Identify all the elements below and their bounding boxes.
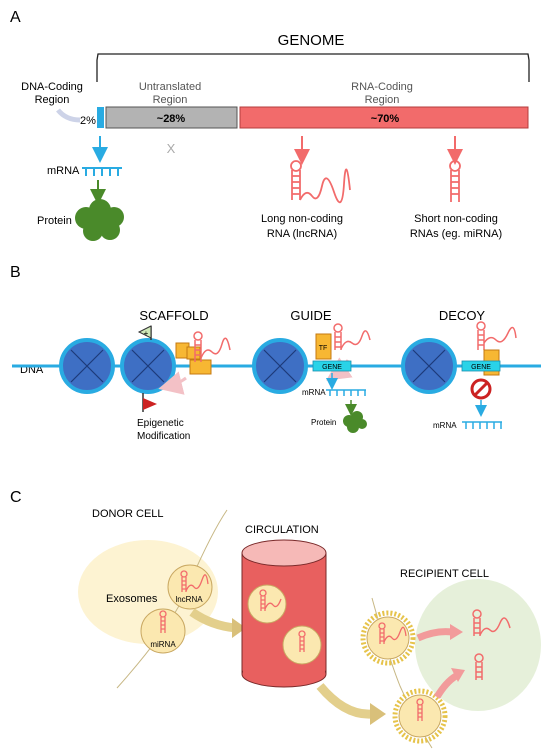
- lncrna-label-c: lncRNA: [175, 595, 203, 604]
- mrna-comb-a: [82, 167, 122, 176]
- guide-mrna-label: mRNA: [302, 388, 326, 397]
- released-lncrna-icon: [472, 609, 511, 636]
- decoy-gene-box: [461, 360, 501, 372]
- decoy-mrna-label: mRNA: [433, 421, 457, 430]
- dna-coding-label-1: DNA-Coding: [21, 81, 83, 93]
- dna-coding-pointer: [56, 108, 81, 123]
- nucleosome-icon: [401, 338, 457, 394]
- nucleosome-icon: [59, 338, 115, 394]
- no-entry-icon: [470, 378, 492, 400]
- rna-coding-bar: [239, 106, 529, 129]
- exosome-mirna: miRNA: [140, 608, 186, 654]
- guide-gene-box: [312, 360, 352, 372]
- genome-bracket: [96, 53, 530, 82]
- epigenetic-label-2: Modification: [137, 431, 190, 442]
- guide-mrna-comb: [326, 389, 366, 396]
- mrna-label-a: mRNA: [47, 165, 80, 177]
- dna-pct: 2%: [80, 115, 96, 127]
- released-mirna-icon: [474, 653, 484, 680]
- guide-label: GUIDE: [290, 308, 332, 323]
- scaffold-complex-icon: [175, 331, 231, 375]
- protein-blob-a: [75, 199, 124, 241]
- exosomes-label: Exosomes: [106, 593, 158, 605]
- circulation-exit-arrowhead: [370, 703, 386, 725]
- panel-a: A GENOME DNA-Coding Region 2% Untranslat…: [10, 9, 530, 241]
- guide-lncrna-icon: [333, 323, 371, 350]
- untranslated-label-2: Region: [153, 94, 188, 106]
- guide-tf-box: [315, 333, 332, 360]
- protein-label-a: Protein: [37, 215, 72, 227]
- panel-b: B SCAFFOLD GUIDE DECOY DNA +: [10, 264, 541, 442]
- circulating-exosome: [247, 584, 287, 624]
- panel-b-letter: B: [10, 264, 21, 281]
- dna-coding-bar: [97, 107, 104, 128]
- rna-pct: ~70%: [371, 113, 400, 125]
- nucleosome-icon: [252, 338, 308, 394]
- panel-c: C DONOR CELL CIRCULATION RECIPIENT CELL …: [10, 489, 541, 749]
- short-label-2: RNAs (eg. miRNA): [410, 228, 502, 240]
- short-rna-hairpin-icon: [449, 160, 461, 202]
- donor-cell-label: DONOR CELL: [92, 508, 164, 520]
- untranslated-x-mark: X: [167, 141, 176, 156]
- guide-protein-blob: [343, 411, 367, 433]
- lncrna-hairpin-icon: [290, 160, 351, 204]
- scaffold-label: SCAFFOLD: [139, 308, 208, 323]
- release-arrowhead-1: [450, 624, 463, 640]
- panel-a-letter: A: [10, 9, 21, 26]
- nucleosome-icon: [120, 338, 176, 394]
- release-arrow-2: [433, 672, 458, 699]
- recipient-cell-label: RECIPIENT CELL: [400, 568, 489, 580]
- circulating-exosome: [282, 625, 322, 665]
- exosome-lncrna: lncRNA: [167, 564, 213, 610]
- dna-coding-label-2: Region: [35, 94, 70, 106]
- activation-flag-icon: +: [137, 325, 152, 340]
- mirna-label-c: miRNA: [150, 640, 176, 649]
- decoy-mrna-comb: [462, 421, 502, 429]
- guide-gene-label: GENE: [322, 364, 342, 371]
- lnc-label-2: RNA (lncRNA): [267, 228, 337, 240]
- rna-coding-label-1: RNA-Coding: [351, 81, 413, 93]
- guide-protein-label: Protein: [311, 418, 336, 427]
- lnc-label-1: Long non-coding: [261, 213, 343, 225]
- decoy-label: DECOY: [439, 308, 486, 323]
- panel-c-letter: C: [10, 489, 22, 506]
- scaffold-pointer-arrow: [158, 371, 187, 395]
- donor-exit-arrowhead: [232, 618, 246, 638]
- release-arrowhead-2: [451, 668, 465, 682]
- rna-coding-label-2: Region: [365, 94, 400, 106]
- docking-exosome: [392, 688, 448, 744]
- circulation-exit-arrow: [316, 683, 373, 719]
- untranslated-label-1: Untranslated: [139, 81, 201, 93]
- untranslated-pct: ~28%: [157, 113, 186, 125]
- decoy-gene-label: GENE: [471, 364, 491, 371]
- decoy-lncrna-icon: [476, 321, 517, 350]
- circulation-label: CIRCULATION: [245, 524, 319, 536]
- guide-tf-label: TF: [319, 345, 328, 352]
- genome-label: GENOME: [278, 32, 345, 49]
- docking-exosome: [360, 610, 416, 666]
- untranslated-bar: [105, 106, 238, 129]
- plus-sign: +: [144, 329, 149, 338]
- epigenetic-label-1: Epigenetic: [137, 418, 184, 429]
- short-label-1: Short non-coding: [414, 213, 498, 225]
- repression-flag-icon: [142, 393, 157, 412]
- recipient-cell-shape: [415, 579, 541, 711]
- release-arrow-1: [416, 628, 453, 642]
